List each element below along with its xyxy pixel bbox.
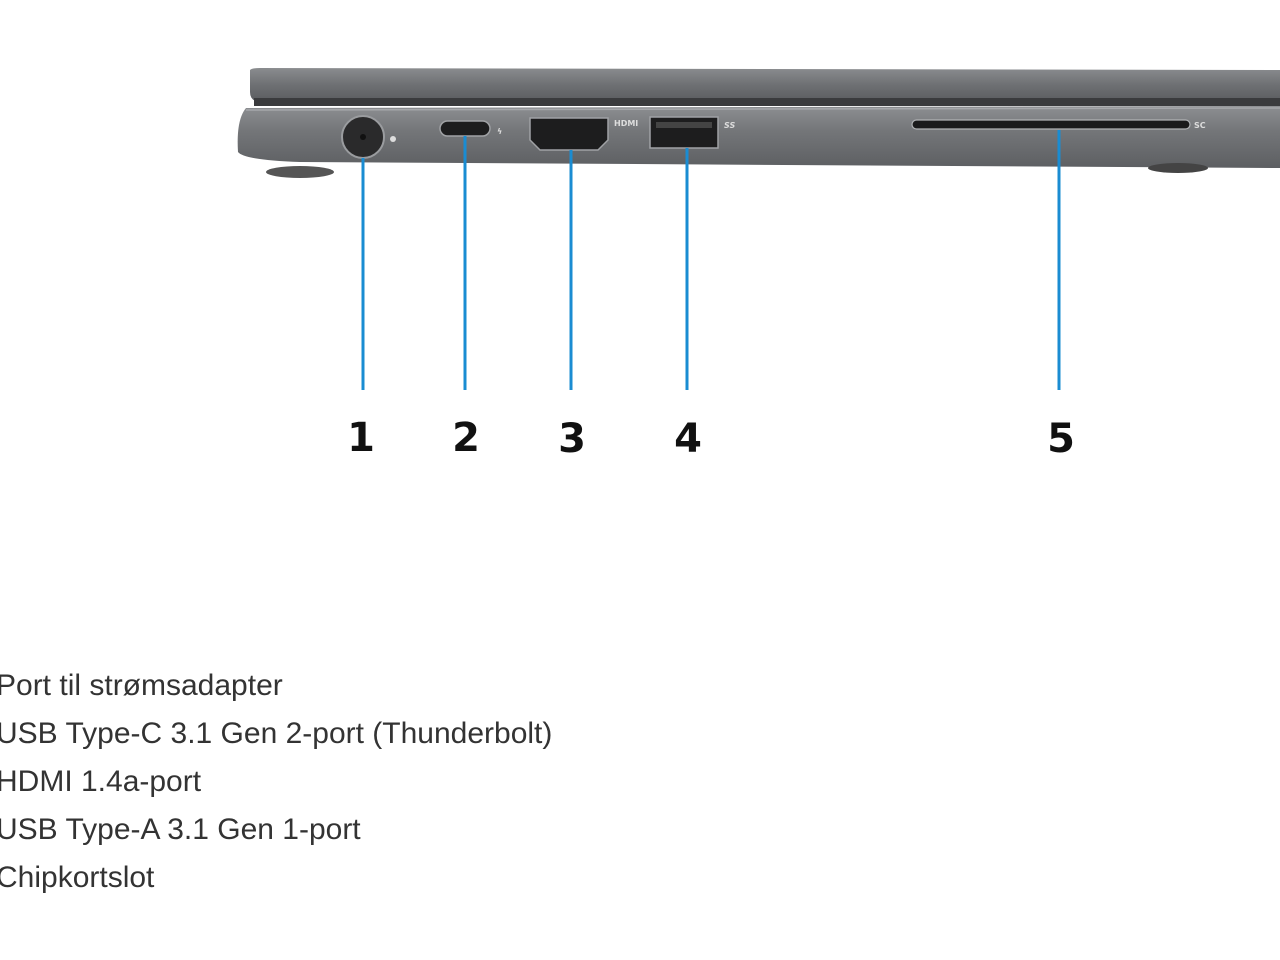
- port-legend-list: Port til strømsadapter USB Type-C 3.1 Ge…: [0, 662, 552, 902]
- legend-item-5: Chipkortslot: [0, 861, 155, 894]
- smartcard-label: SC: [1194, 121, 1206, 130]
- laptop-chassis: [237, 68, 1280, 178]
- power-adapter-port: [341, 115, 396, 159]
- superspeed-usb-label: SS: [724, 121, 735, 130]
- hdmi-port: HDMI: [529, 117, 638, 151]
- callout-lines: [361, 130, 1061, 390]
- callout-number-1: 1: [347, 415, 375, 461]
- smart-card-slot: SC: [911, 119, 1206, 130]
- hdmi-label: HDMI: [614, 119, 638, 128]
- callout-number-4: 4: [674, 416, 702, 462]
- power-icon: [390, 136, 396, 142]
- legend-item-2: USB Type-C 3.1 Gen 2-port (Thunderbolt): [0, 717, 553, 750]
- laptop-side-view-diagram: ϟ HDMI SS SC 1 2 3 4 5: [237, 68, 1280, 462]
- thunderbolt-icon: ϟ: [497, 127, 502, 136]
- callout-number-2: 2: [452, 415, 480, 461]
- callout-number-5: 5: [1047, 416, 1075, 462]
- legend-item-3: HDMI 1.4a-port: [0, 765, 202, 798]
- usb-a-port: SS: [649, 116, 735, 149]
- callout-number-3: 3: [558, 416, 586, 462]
- usb-c-port: ϟ: [439, 120, 502, 137]
- legend-item-4: USB Type-A 3.1 Gen 1-port: [0, 813, 361, 846]
- legend-item-1: Port til strømsadapter: [0, 669, 283, 702]
